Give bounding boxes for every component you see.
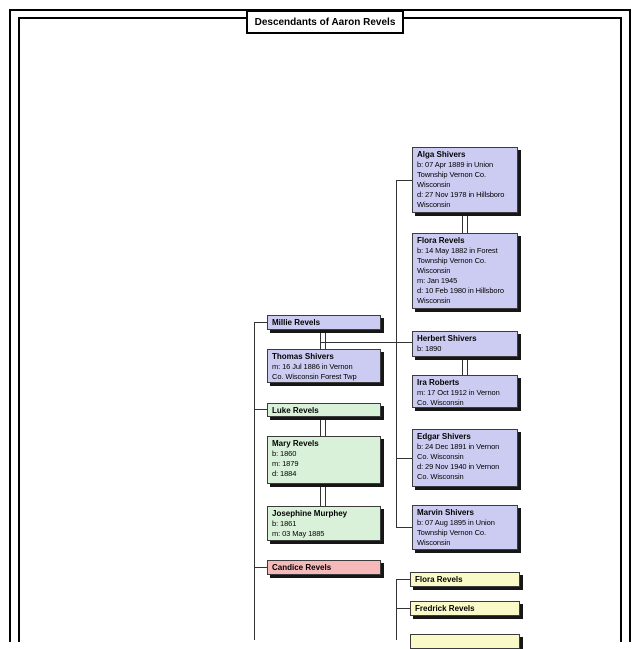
person-box-josephine-murphey[interactable]: Josephine Murphey b: 1861 m: 03 May 1885	[267, 506, 381, 541]
person-box-candice-revels[interactable]: Candice Revels	[267, 560, 381, 575]
person-details: b: 1861 m: 03 May 1885	[272, 519, 325, 538]
connector-marriage-herbert-ira-a	[462, 357, 463, 375]
connector-trunk-shivers-children	[396, 180, 397, 527]
connector-stub-candice	[254, 567, 267, 568]
connector-marriage-luke-mary-b	[325, 417, 326, 436]
person-details: m: 16 Jul 1886 in Vernon Co. Wisconsin F…	[272, 362, 357, 381]
person-details: m: 17 Oct 1912 in Vernon Co. Wisconsin	[417, 388, 500, 407]
connector-stub-alga	[396, 180, 412, 181]
person-box-alga-shivers[interactable]: Alga Shivers b: 07 Apr 1889 in Union Tow…	[412, 147, 518, 213]
person-name: Millie Revels	[272, 318, 321, 327]
person-name: Herbert Shivers	[417, 334, 477, 343]
person-box-millie-revels[interactable]: Millie Revels	[267, 315, 381, 330]
connector-marriage-alga-flora-b	[467, 213, 468, 233]
person-box-mary-revels[interactable]: Mary Revels b: 1860 m: 1879 d: 1884	[267, 436, 381, 484]
person-box-herbert-shivers[interactable]: Herbert Shivers b: 1890	[412, 331, 518, 357]
person-details: b: 14 May 1882 in Forest Township Vernon…	[417, 246, 504, 305]
connector-marriage-alga-flora-a	[462, 213, 463, 233]
connector-trunk-left-siblings	[254, 322, 255, 640]
person-box-flora-revels-sr[interactable]: Flora Revels b: 14 May 1882 in Forest To…	[412, 233, 518, 309]
person-box-edgar-shivers[interactable]: Edgar Shivers b: 24 Dec 1891 in Vernon C…	[412, 429, 518, 487]
connector-marriage-herbert-ira-b	[467, 357, 468, 375]
person-box-partial-bottom[interactable]	[410, 634, 520, 649]
connector-stub-luke	[254, 409, 267, 410]
person-name: Flora Revels	[417, 236, 465, 245]
person-name: Marvin Shivers	[417, 508, 474, 517]
person-name: Edgar Shivers	[417, 432, 471, 441]
connector-feed-shivers-children	[320, 342, 412, 343]
chart-title: Descendants of Aaron Revels	[254, 16, 396, 28]
person-box-ira-roberts[interactable]: Ira Roberts m: 17 Oct 1912 in Vernon Co.…	[412, 375, 518, 408]
person-details: b: 1860 m: 1879 d: 1884	[272, 449, 299, 478]
person-details: b: 07 Aug 1895 in Union Township Vernon …	[417, 518, 495, 547]
connector-stub-fredrick	[396, 608, 410, 609]
person-name: Josephine Murphey	[272, 509, 348, 518]
connector-marriage-luke-mary-a	[320, 417, 321, 436]
connector-stub-marvin	[396, 527, 412, 528]
connector-stub-edgar	[396, 458, 412, 459]
connector-trunk-revels-children	[396, 579, 397, 640]
person-box-fredrick-revels[interactable]: Fredrick Revels	[410, 601, 520, 616]
person-box-luke-revels[interactable]: Luke Revels	[267, 403, 381, 417]
connector-marriage-millie-thomas-a	[320, 330, 321, 349]
person-name: Thomas Shivers	[272, 352, 334, 361]
person-box-marvin-shivers[interactable]: Marvin Shivers b: 07 Aug 1895 in Union T…	[412, 505, 518, 550]
connector-marriage-mary-josephine-a	[320, 484, 321, 506]
person-details: b: 1890	[417, 344, 442, 353]
chart-title-box: Descendants of Aaron Revels	[246, 10, 404, 34]
person-name: Alga Shivers	[417, 150, 466, 159]
person-box-flora-revels-jr[interactable]: Flora Revels	[410, 572, 520, 587]
person-name: Luke Revels	[272, 406, 319, 415]
connector-marriage-mary-josephine-b	[325, 484, 326, 506]
person-details: b: 07 Apr 1889 in Union Township Vernon …	[417, 160, 505, 209]
connector-marriage-millie-thomas-b	[325, 330, 326, 349]
person-name: Fredrick Revels	[415, 604, 475, 613]
person-name: Mary Revels	[272, 439, 319, 448]
connector-stub-flora-jr	[396, 579, 410, 580]
person-name: Candice Revels	[272, 563, 332, 572]
person-box-thomas-shivers[interactable]: Thomas Shivers m: 16 Jul 1886 in Vernon …	[267, 349, 381, 383]
connector-stub-millie	[254, 322, 267, 323]
person-name: Ira Roberts	[417, 378, 460, 387]
person-name: Flora Revels	[415, 575, 463, 584]
person-details: b: 24 Dec 1891 in Vernon Co. Wisconsin d…	[417, 442, 500, 481]
